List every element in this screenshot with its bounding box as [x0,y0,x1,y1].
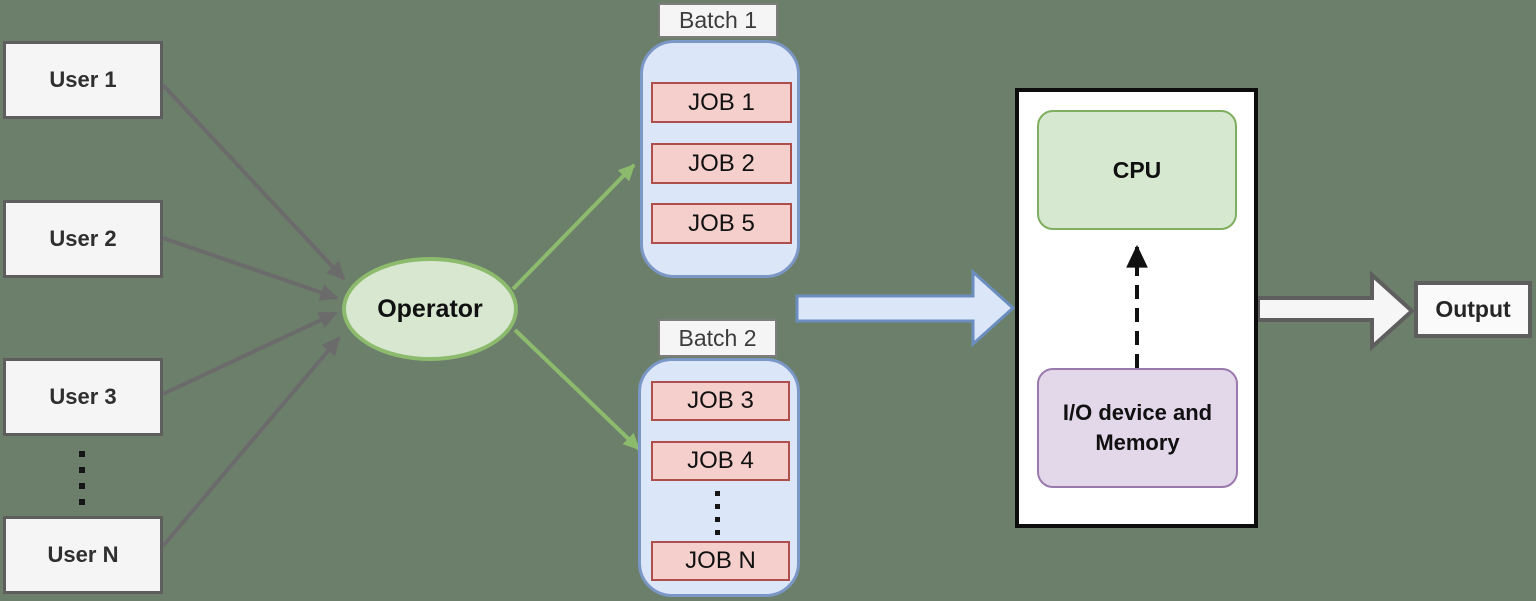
arrow-operator-to-batch2 [513,328,641,451]
arrow-user1-to-operator [161,83,346,281]
user-n-box: User N [3,516,163,594]
batch1-container: JOB 1 JOB 2 JOB 5 [640,40,800,278]
batch2-container: JOB 3 JOB 4 JOB N [638,358,800,597]
batches-to-system-block-arrow [795,268,1016,348]
batch2-job2-box: JOB 4 [651,441,790,481]
user-1-box: User 1 [3,41,163,119]
output-box: Output [1414,281,1532,338]
batch1-job2-box: JOB 2 [651,143,792,184]
arrow-userN-to-operator [161,336,341,548]
system-box: CPU I/O device and Memory [1015,88,1258,528]
user-3-box: User 3 [3,358,163,436]
batch2-ellipsis-dots [715,487,720,539]
batch2-jobN-box: JOB N [651,541,790,581]
io-memory-box: I/O device and Memory [1037,368,1238,488]
user-2-box: User 2 [3,200,163,278]
arrow-user2-to-operator [162,236,339,301]
arrow-operator-to-batch1 [511,163,636,291]
batch1-job3-box: JOB 5 [651,203,792,244]
system-to-output-block-arrow [1256,270,1415,352]
batch1-job1-box: JOB 1 [651,82,792,123]
operator-ellipse: Operator [342,257,518,361]
io-to-cpu-dashed-arrow [1126,244,1148,368]
batch2-label: Batch 2 [658,319,777,357]
batch1-label: Batch 1 [658,3,778,38]
cpu-box: CPU [1037,110,1237,230]
arrow-user3-to-operator [162,311,338,396]
batch2-job1-box: JOB 3 [651,381,790,421]
users-ellipsis-dots [79,446,85,510]
